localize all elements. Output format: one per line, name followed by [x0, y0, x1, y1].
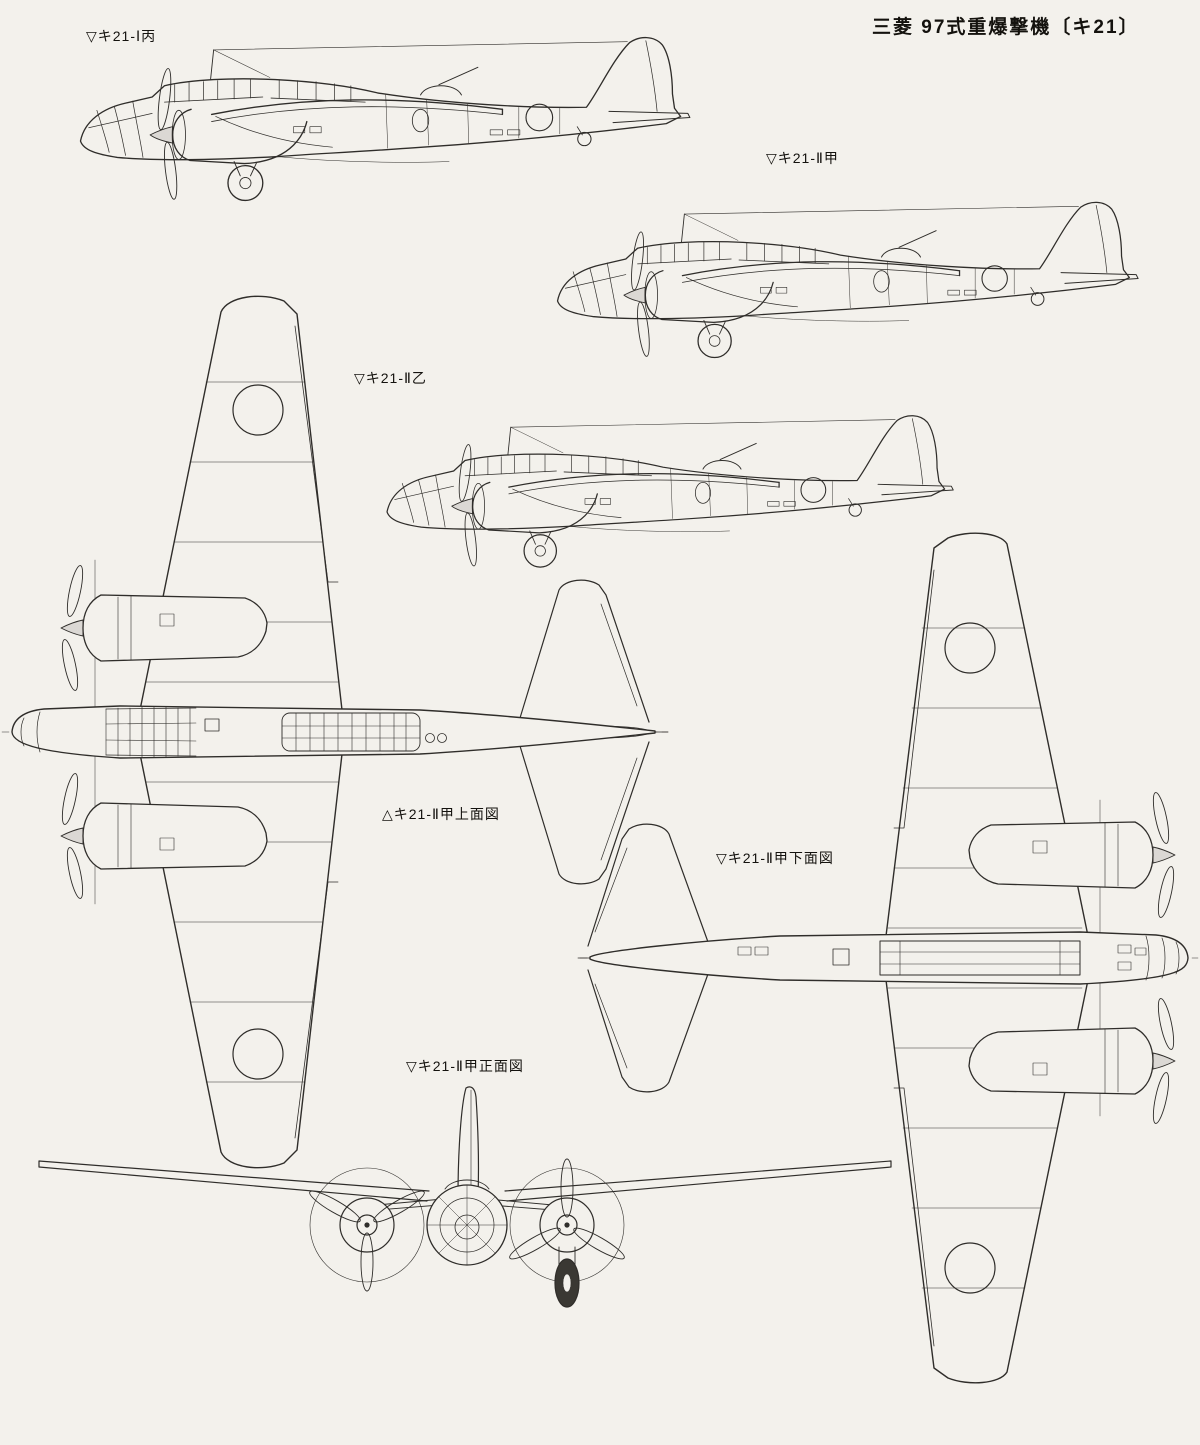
- engine-nacelle: [60, 565, 268, 691]
- fuselage-front: [426, 1179, 508, 1266]
- left-propeller-disc: [309, 1167, 425, 1283]
- view-label-front: ▽キ21-Ⅱ甲正面図: [406, 1058, 524, 1074]
- propeller-blade: [66, 565, 84, 617]
- engine-nacelle: [968, 792, 1176, 918]
- bottom-plan-svg: [577, 532, 1199, 1384]
- bottom-plan-view-drawing: [577, 528, 1200, 1388]
- main-wheel: [554, 1246, 580, 1308]
- front-view-drawing: [25, 1075, 905, 1320]
- view-label-bottom-plan: ▽キ21-Ⅱ甲下面図: [716, 850, 834, 866]
- wings: [38, 1160, 892, 1202]
- hinomaru-roundel: [232, 384, 284, 436]
- propeller-blade: [1152, 792, 1170, 844]
- spinner: [60, 619, 84, 637]
- bomb-bay-doors: [879, 940, 1081, 976]
- left-propeller: [306, 1186, 428, 1292]
- propeller-blade: [1157, 866, 1175, 918]
- spinner: [1152, 846, 1176, 864]
- page-title: 三菱 97式重爆撃機〔キ21〕: [872, 17, 1140, 38]
- top-plan-svg: [1, 295, 669, 1169]
- view-label-side-ki21-1-hei: ▽キ21-Ⅰ丙: [86, 28, 157, 44]
- wing-engine-tailplane-half: [60, 295, 650, 723]
- fuselage-plan: [577, 931, 1189, 985]
- view-label-top-plan: △キ21-Ⅱ甲上面図: [382, 806, 500, 822]
- fuselage-plan: [11, 705, 669, 759]
- top-plan-view-drawing: [0, 282, 670, 1182]
- front-view-svg: [38, 1086, 892, 1308]
- view-label-side-ki21-2-otsu: ▽キ21-Ⅱ乙: [354, 370, 427, 386]
- vertical-fin: [457, 1086, 479, 1198]
- dorsal-greenhouse: [281, 712, 421, 752]
- propeller-blade: [61, 639, 79, 691]
- view-label-side-ki21-2-ko: ▽キ21-Ⅱ甲: [766, 150, 839, 166]
- wing-engine-tailplane-half: [587, 532, 1176, 947]
- hinomaru-roundel: [944, 622, 996, 674]
- right-propeller: [506, 1158, 628, 1264]
